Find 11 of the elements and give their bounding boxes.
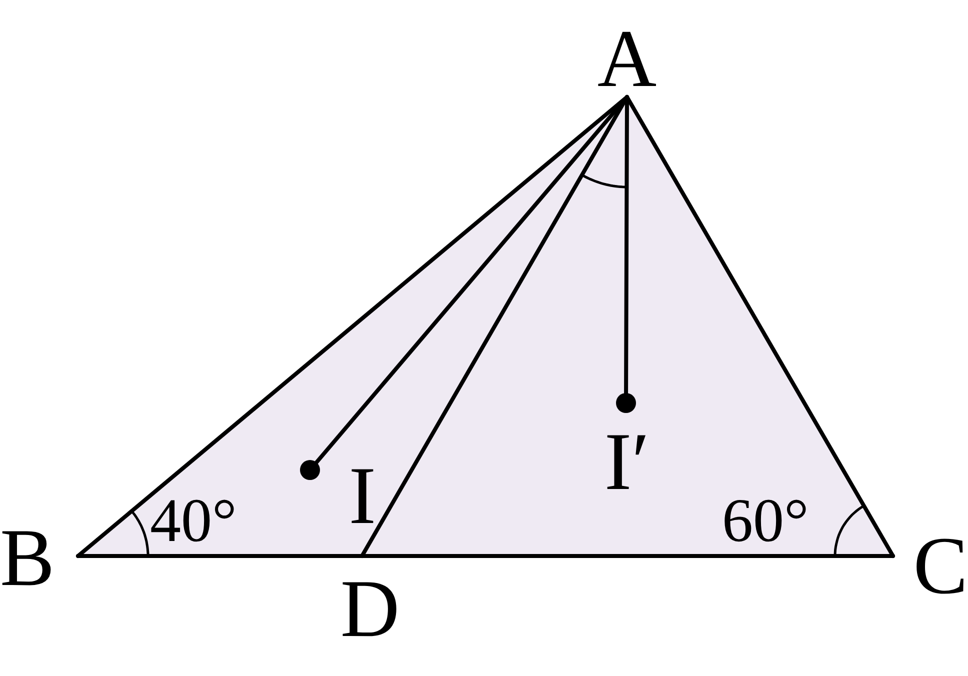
point-label: B bbox=[0, 518, 78, 598]
point-label: C bbox=[893, 526, 968, 606]
angle-label: 40° bbox=[150, 490, 237, 552]
point-label: A bbox=[587, 18, 667, 97]
point-label: I′ bbox=[596, 403, 658, 503]
point-label: D bbox=[330, 556, 410, 650]
line-segment bbox=[76, 554, 364, 558]
line-segment bbox=[616, 95, 636, 413]
line-segment bbox=[360, 554, 895, 558]
angle-label: 60° bbox=[722, 490, 809, 552]
point-label: I bbox=[310, 465, 376, 537]
